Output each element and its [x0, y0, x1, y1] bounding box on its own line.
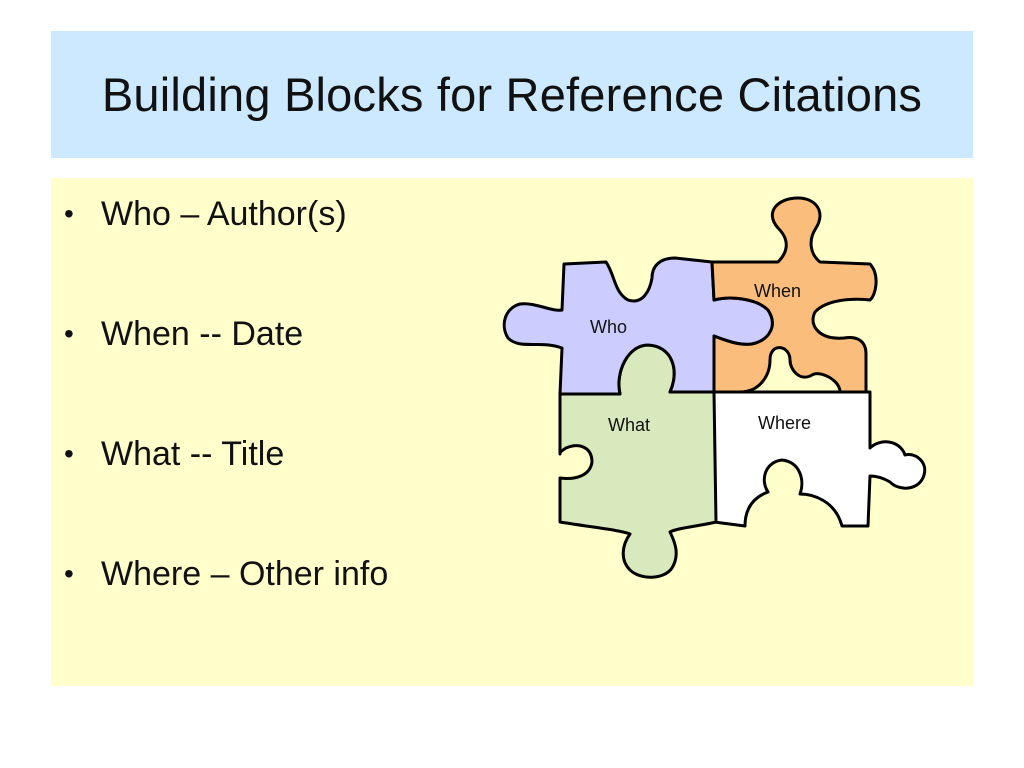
- bullet-dot-icon: •: [64, 198, 74, 229]
- puzzle-label-who: Who: [590, 317, 627, 337]
- bullet-dot-icon: •: [64, 318, 74, 349]
- bullet-item-when: • When -- Date: [61, 312, 388, 356]
- bullet-item-who: • Who – Author(s): [61, 192, 388, 236]
- bullet-text: Where – Other info: [101, 554, 389, 593]
- puzzle-label-where: Where: [758, 413, 811, 433]
- bullet-dot-icon: •: [64, 438, 74, 469]
- bullet-list: • Who – Author(s) • When -- Date • What …: [61, 192, 388, 672]
- puzzle-piece-when: [710, 196, 878, 394]
- bullet-dot-icon: •: [64, 558, 74, 589]
- puzzle-piece-where: [712, 390, 927, 528]
- bullet-text: Who – Author(s): [101, 194, 347, 233]
- bullet-item-what: • What -- Title: [61, 432, 388, 476]
- bullet-text: What -- Title: [101, 434, 285, 473]
- slide-title: Building Blocks for Reference Citations: [101, 68, 923, 121]
- title-banner: Building Blocks for Reference Citations: [51, 31, 973, 158]
- bullet-item-where: • Where – Other info: [61, 552, 388, 596]
- puzzle-label-what: What: [608, 415, 650, 435]
- puzzle-label-when: When: [754, 281, 801, 301]
- bullet-text: When -- Date: [101, 314, 304, 353]
